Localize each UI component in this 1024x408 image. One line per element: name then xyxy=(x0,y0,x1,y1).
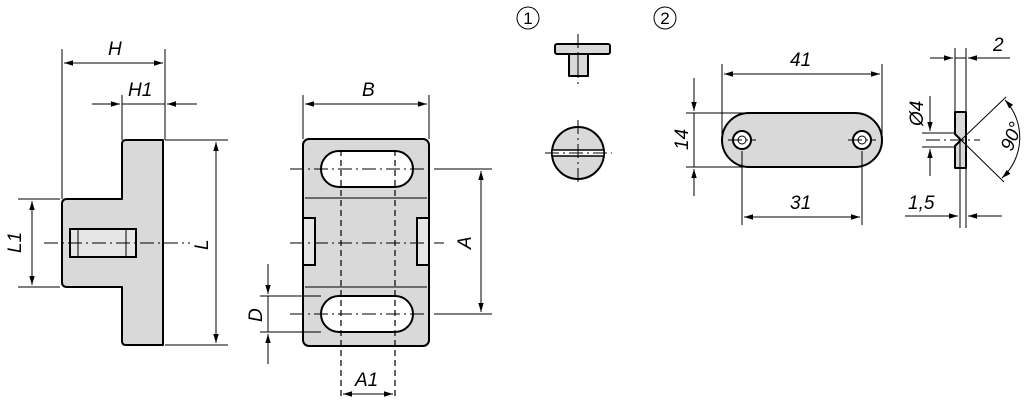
dim-l1-label: L1 xyxy=(5,232,26,253)
side-view: H H1 L1 L xyxy=(5,39,228,346)
dim-90-label: 90° xyxy=(997,119,1024,154)
dim-90-arc xyxy=(1001,99,1021,179)
plate-section-view: 2 Ø4 90° 1,5 xyxy=(905,35,1024,228)
callout-1-label: 1 xyxy=(523,9,532,28)
dim-b-label: B xyxy=(362,80,375,101)
front-view-tab-right xyxy=(416,217,430,266)
plate-view: 41 14 31 xyxy=(672,50,883,225)
dim-d-label: D xyxy=(246,308,267,322)
dim-h-label: H xyxy=(108,39,122,60)
screw-side-view xyxy=(554,34,611,84)
dim-14-label: 14 xyxy=(672,129,693,150)
callout-1: 1 xyxy=(516,6,540,30)
screw-top-view xyxy=(545,120,612,186)
dim-h1-label: H1 xyxy=(128,80,152,101)
dim-o4-label: Ø4 xyxy=(907,101,928,127)
dim-a1-label: A1 xyxy=(354,370,378,391)
front-view: B A D A1 xyxy=(246,80,492,398)
dim-l-label: L xyxy=(192,239,213,250)
callout-1-circle xyxy=(516,6,540,30)
callout-2: 2 xyxy=(653,6,677,30)
dim-41-label: 41 xyxy=(790,50,811,71)
dim-2-label: 2 xyxy=(992,35,1004,56)
dim-a-label: A xyxy=(455,236,476,250)
dim-31-label: 31 xyxy=(790,193,811,214)
callout-2-circle xyxy=(653,6,677,30)
dim-15-label: 1,5 xyxy=(908,193,935,214)
front-view-tab-left xyxy=(302,217,316,266)
callout-2-label: 2 xyxy=(660,9,669,28)
